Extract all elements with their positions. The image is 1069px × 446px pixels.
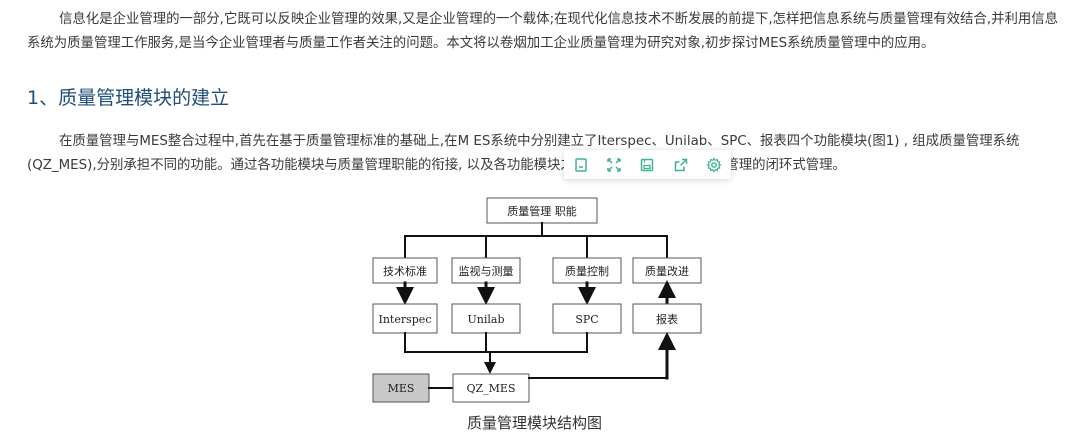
save-button[interactable] xyxy=(634,153,660,177)
section-paragraph: 在质量管理与MES整合过程中,首先在基于质量管理标准的基础上,在M ES系统中分… xyxy=(27,134,1020,173)
top-box xyxy=(486,197,598,224)
qz-mes-box xyxy=(452,373,530,403)
level2-box-control xyxy=(552,257,622,284)
level3-label: SPC xyxy=(575,313,598,326)
level2-box-standard xyxy=(372,257,438,284)
level2-box-monitor xyxy=(451,257,521,284)
image-toolbar xyxy=(564,150,731,179)
level3-label: Interspec xyxy=(379,313,432,326)
intro-paragraph: 信息化是企业管理的一部分,它既可以反映企业管理的效果,又是企业管理的一个载体;在… xyxy=(27,12,1059,51)
figure-caption: 质量管理模块结构图 xyxy=(466,414,602,432)
level2-label: 质量控制 xyxy=(565,264,609,278)
level3-box-interspec xyxy=(372,303,438,334)
copy-button[interactable] xyxy=(568,153,594,177)
level2-box-improve xyxy=(632,257,702,284)
level2-label: 技术标准 xyxy=(383,264,427,278)
copy-icon xyxy=(574,157,587,172)
qz-mes-label: QZ_MES xyxy=(467,382,516,395)
settings-icon xyxy=(706,156,722,173)
level2-label: 质量改进 xyxy=(645,264,689,278)
level3-label: 报表 xyxy=(656,312,678,326)
share-button[interactable] xyxy=(668,153,694,177)
save-icon xyxy=(641,158,654,171)
settings-button[interactable] xyxy=(701,153,727,177)
level3-box-spc xyxy=(552,303,622,334)
mes-label: MES xyxy=(388,382,415,395)
share-icon xyxy=(674,158,688,171)
level2-label: 监视与测量 xyxy=(459,264,514,278)
section-heading: 1、质量管理模块的建立 xyxy=(27,87,230,109)
module-structure-diagram: 质量管理 职能 技术标准 监视与测量 质量控制 质量改进 Interspec U… xyxy=(372,197,702,403)
expand-button[interactable] xyxy=(601,153,627,177)
top-box-label: 质量管理 职能 xyxy=(507,204,577,218)
level3-label: Unilab xyxy=(468,313,505,326)
mes-box xyxy=(372,373,430,403)
level3-box-unilab xyxy=(451,303,521,334)
expand-icon xyxy=(607,157,621,172)
